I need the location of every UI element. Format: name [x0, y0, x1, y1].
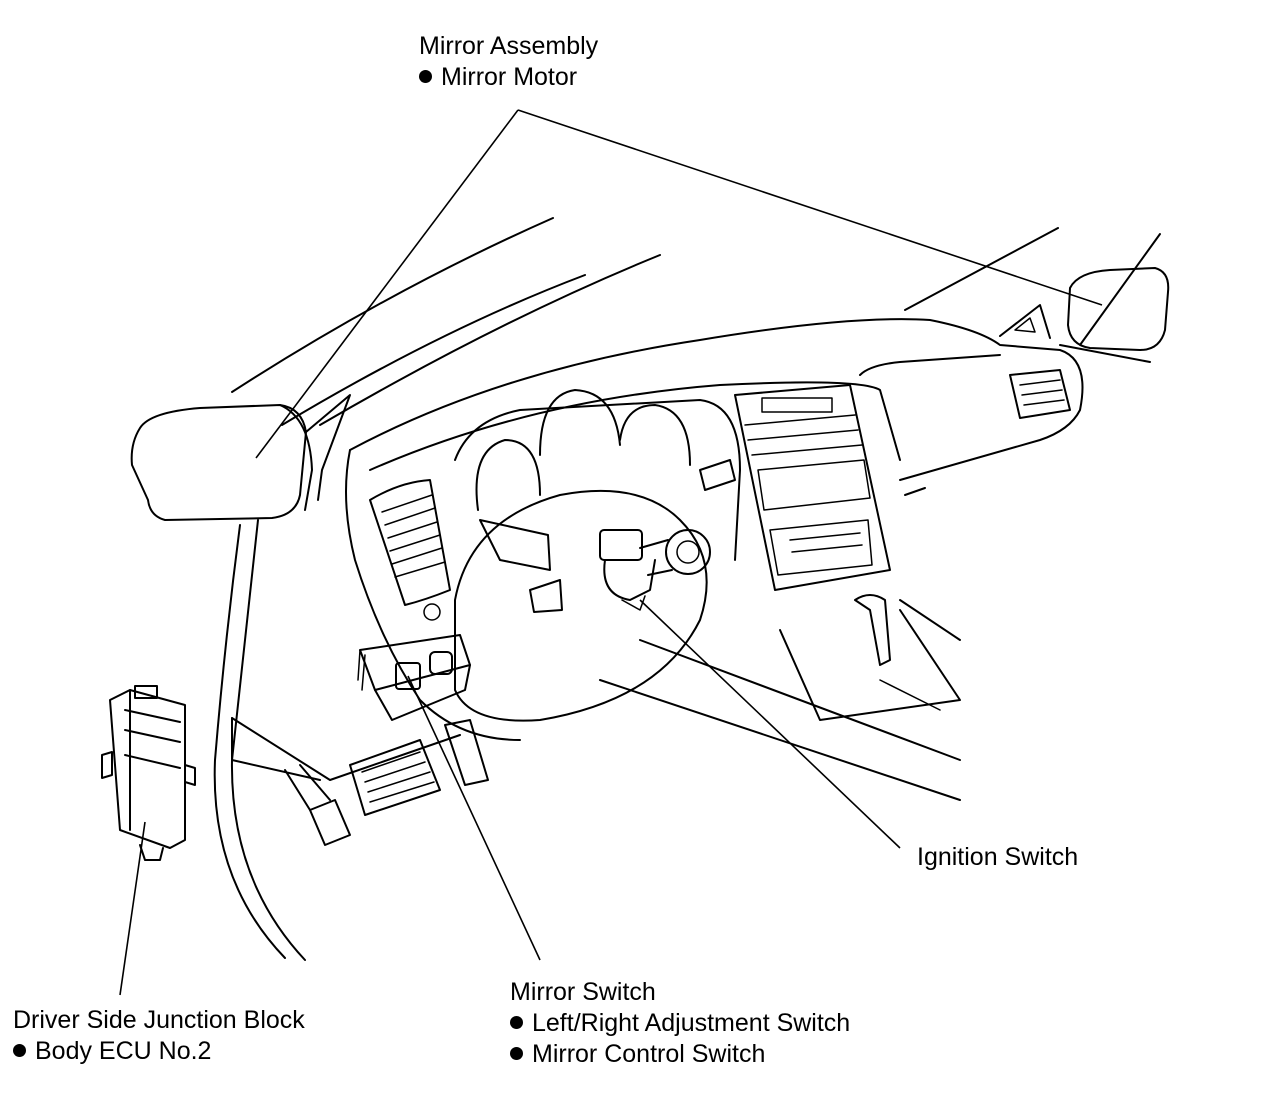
leader-lines	[119, 109, 1103, 996]
pedals	[284, 719, 489, 846]
leader-mirror-left	[255, 109, 519, 459]
ignition-switch-label: Ignition Switch	[917, 842, 1078, 873]
leader-mirror-switch	[407, 675, 541, 961]
windshield-lines	[231, 217, 1161, 426]
junction-block-title: Driver Side Junction Block	[13, 1006, 305, 1034]
right-side-mirror	[999, 267, 1170, 351]
leader-junction-block	[119, 821, 146, 996]
dashboard-outline	[231, 318, 1084, 801]
mirror-switch-title: Mirror Switch	[510, 978, 656, 1006]
body-ecu-text: Body ECU No.2	[35, 1037, 212, 1065]
bullet-icon	[510, 1016, 523, 1029]
steering-column	[454, 459, 736, 722]
bullet-icon	[13, 1044, 26, 1057]
center-console	[734, 369, 1071, 591]
bullet-icon	[419, 70, 432, 83]
mirror-motor-item: Mirror Motor	[419, 62, 598, 93]
mirror-motor-text: Mirror Motor	[441, 63, 578, 91]
left-right-adjustment-text: Left/Right Adjustment Switch	[532, 1009, 851, 1037]
ignition-switch-title: Ignition Switch	[917, 843, 1079, 871]
junction-block-component	[101, 685, 196, 861]
a-pillar	[213, 519, 306, 961]
left-air-vent	[369, 479, 451, 621]
gauge-cluster	[454, 389, 741, 561]
mirror-switch-component	[357, 634, 471, 721]
mirror-control-item: Mirror Control Switch	[510, 1039, 850, 1070]
mirror-assembly-label: Mirror Assembly Mirror Motor	[419, 31, 598, 93]
ignition-switch-component	[599, 529, 711, 611]
mirror-assembly-title: Mirror Assembly	[419, 32, 599, 60]
mirror-control-text: Mirror Control Switch	[532, 1040, 766, 1068]
junction-block-label: Driver Side Junction Block Body ECU No.2	[13, 1005, 305, 1067]
leader-mirror-right	[517, 109, 1103, 306]
left-side-mirror	[130, 394, 351, 521]
body-ecu-item: Body ECU No.2	[13, 1036, 305, 1067]
leader-ignition-switch	[639, 599, 901, 849]
mirror-switch-label: Mirror Switch Left/Right Adjustment Swit…	[510, 977, 850, 1070]
gear-shifter	[779, 594, 961, 721]
bullet-icon	[510, 1047, 523, 1060]
left-right-adjustment-item: Left/Right Adjustment Switch	[510, 1008, 850, 1039]
